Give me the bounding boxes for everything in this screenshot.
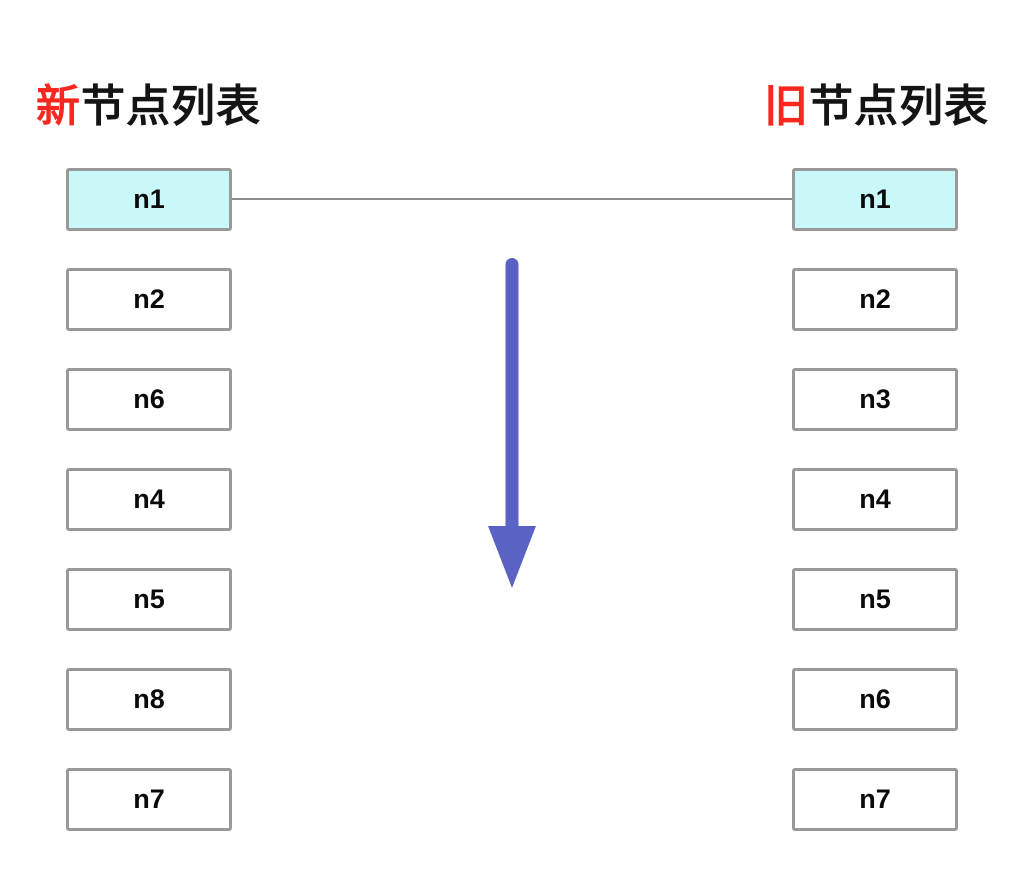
new-node-5: n5 — [66, 568, 232, 631]
new-node-4: n4 — [66, 468, 232, 531]
new-node-1-label: n1 — [133, 184, 165, 214]
new-list-title-accent: 新 — [36, 82, 81, 131]
old-list-title: 旧节点列表 — [764, 70, 989, 134]
new-node-column: n1 n2 n6 n4 n5 n8 n7 — [66, 168, 232, 831]
new-list-title: 新节点列表 — [36, 70, 261, 134]
old-node-7-label: n7 — [859, 784, 891, 814]
old-node-column: n1 n2 n3 n4 n5 n6 n7 — [792, 168, 958, 831]
old-node-1-label: n1 — [859, 184, 891, 214]
new-node-5-label: n5 — [133, 584, 165, 614]
old-node-3: n3 — [792, 368, 958, 431]
new-node-2-label: n2 — [133, 284, 165, 314]
arrow-down-icon — [485, 256, 539, 590]
old-list-title-rest: 节点列表 — [809, 82, 989, 131]
old-node-5-label: n5 — [859, 584, 891, 614]
new-node-1: n1 — [66, 168, 232, 231]
new-node-6: n8 — [66, 668, 232, 731]
new-node-3: n6 — [66, 368, 232, 431]
old-node-6-label: n6 — [859, 684, 891, 714]
old-node-3-label: n3 — [859, 384, 891, 414]
new-node-4-label: n4 — [133, 484, 165, 514]
old-node-5: n5 — [792, 568, 958, 631]
old-node-6: n6 — [792, 668, 958, 731]
old-node-7: n7 — [792, 768, 958, 831]
old-node-4-label: n4 — [859, 484, 891, 514]
old-node-2: n2 — [792, 268, 958, 331]
new-node-7: n7 — [66, 768, 232, 831]
new-node-2: n2 — [66, 268, 232, 331]
new-node-6-label: n8 — [133, 684, 165, 714]
n1-match-connector-line — [231, 198, 792, 200]
old-node-1: n1 — [792, 168, 958, 231]
old-node-4: n4 — [792, 468, 958, 531]
old-node-2-label: n2 — [859, 284, 891, 314]
new-list-title-rest: 节点列表 — [81, 82, 261, 131]
old-list-title-accent: 旧 — [764, 82, 809, 131]
new-node-3-label: n6 — [133, 384, 165, 414]
new-node-7-label: n7 — [133, 784, 165, 814]
